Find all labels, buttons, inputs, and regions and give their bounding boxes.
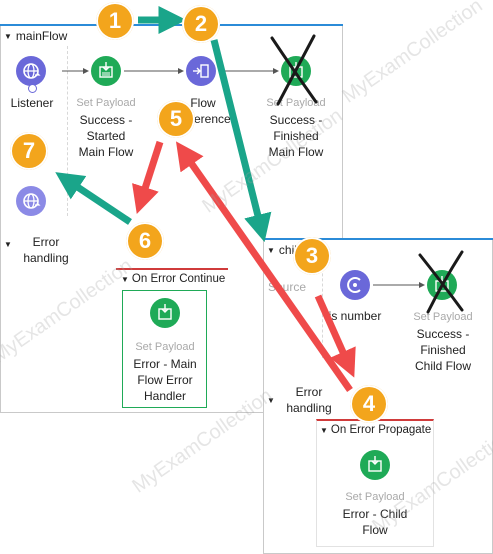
collapse-triangle-icon[interactable]: ▼ xyxy=(4,32,12,41)
set-payload-finished-main-label-3: Main Flow xyxy=(268,145,324,159)
set-payload-finished-child-label-3: Child Flow xyxy=(414,359,471,373)
step-badge-3: 3 xyxy=(293,237,331,275)
on-error-continue-header[interactable]: ▼On Error Continue xyxy=(121,273,225,285)
child-flow-top-bar xyxy=(263,238,493,240)
arrow-step-3-to-4 xyxy=(314,294,356,378)
globe-icon xyxy=(23,63,41,79)
set-payload-icon xyxy=(99,62,113,78)
set-payload-error-main-type: Set Payload xyxy=(135,341,195,353)
globe-icon xyxy=(23,193,41,209)
arrow-step-4-to-5 xyxy=(175,141,353,393)
collapse-triangle-icon[interactable]: ▼ xyxy=(267,246,275,255)
set-payload-icon xyxy=(158,304,172,320)
flow-reference-node[interactable] xyxy=(186,56,216,86)
set-payload-error-main-node[interactable] xyxy=(150,298,180,328)
on-error-continue-selected-box xyxy=(122,290,207,408)
main-error-handling-label-2: handling xyxy=(23,251,69,265)
set-payload-finished-child-label-2: Finished xyxy=(420,343,466,357)
arrow-step-5-to-6 xyxy=(132,140,164,214)
on-error-continue-scope[interactable] xyxy=(116,268,228,410)
step-badge-2: 2 xyxy=(182,5,220,43)
set-payload-error-main-label-3: Handler xyxy=(143,389,187,403)
is-number-node[interactable] xyxy=(340,270,370,300)
arrow-step-6-to-7 xyxy=(55,172,132,225)
set-payload-finished-child-label-1: Success - xyxy=(416,327,470,341)
collapse-triangle-icon[interactable]: ▼ xyxy=(320,426,328,435)
set-payload-finished-child-type: Set Payload xyxy=(413,311,473,323)
arrow-step-2-to-3 xyxy=(210,39,272,243)
set-payload-error-child-label-2: Flow xyxy=(362,523,388,537)
flow-reference-icon xyxy=(193,64,209,78)
set-payload-error-main-label-1: Error - Main xyxy=(133,357,197,371)
set-payload-started-label-1: Success - xyxy=(79,113,133,127)
set-payload-finished-main-label-1: Success - xyxy=(269,113,323,127)
listener-node[interactable] xyxy=(16,56,46,86)
step-badge-4: 4 xyxy=(350,385,388,423)
listener-label: Listener xyxy=(10,96,54,110)
is-number-label: is number xyxy=(328,309,382,323)
main-flow-name: mainFlow xyxy=(15,29,68,43)
child-error-handling-label-1: Error xyxy=(295,385,323,399)
cross-out-child-payload-icon xyxy=(418,250,464,314)
set-payload-started-type: Set Payload xyxy=(76,97,136,109)
main-flow-title[interactable]: ▼mainFlow xyxy=(4,29,67,43)
step-badge-1: 1 xyxy=(96,2,134,40)
main-error-handling-label-1: Error xyxy=(32,235,60,249)
step-badge-7: 7 xyxy=(10,132,48,170)
set-payload-started-node[interactable] xyxy=(91,56,121,86)
set-payload-error-main-label-2: Flow Error xyxy=(137,373,193,387)
set-payload-error-child-type: Set Payload xyxy=(345,491,405,503)
collapse-triangle-icon[interactable]: ▼ xyxy=(121,275,129,284)
listener-source-dot-icon xyxy=(28,84,37,93)
on-error-propagate-title: On Error Propagate xyxy=(330,424,432,436)
child-error-handling-triangle-icon[interactable]: ▼ xyxy=(267,396,275,405)
set-payload-started-label-2: Started xyxy=(86,129,126,143)
set-payload-started-label-3: Main Flow xyxy=(78,145,134,159)
main-error-handling-triangle-icon[interactable]: ▼ xyxy=(4,240,12,249)
set-payload-error-child-node[interactable] xyxy=(360,450,390,480)
on-error-continue-title: On Error Continue xyxy=(131,273,226,285)
set-payload-finished-main-label-2: Finished xyxy=(273,129,319,143)
on-error-propagate-header[interactable]: ▼On Error Propagate xyxy=(320,424,431,436)
step-badge-5: 5 xyxy=(157,100,195,138)
set-payload-icon xyxy=(368,456,382,472)
child-error-handling-label-2: handling xyxy=(286,401,332,415)
flow-reference-label-1: Flow xyxy=(190,96,216,110)
step-badge-6: 6 xyxy=(126,222,164,260)
cross-out-main-payload-icon xyxy=(270,34,318,106)
main-flow-source-divider xyxy=(67,46,68,216)
validation-icon xyxy=(347,277,361,293)
set-payload-error-child-label-1: Error - Child xyxy=(342,507,408,521)
main-flow-response-node[interactable] xyxy=(16,186,46,216)
